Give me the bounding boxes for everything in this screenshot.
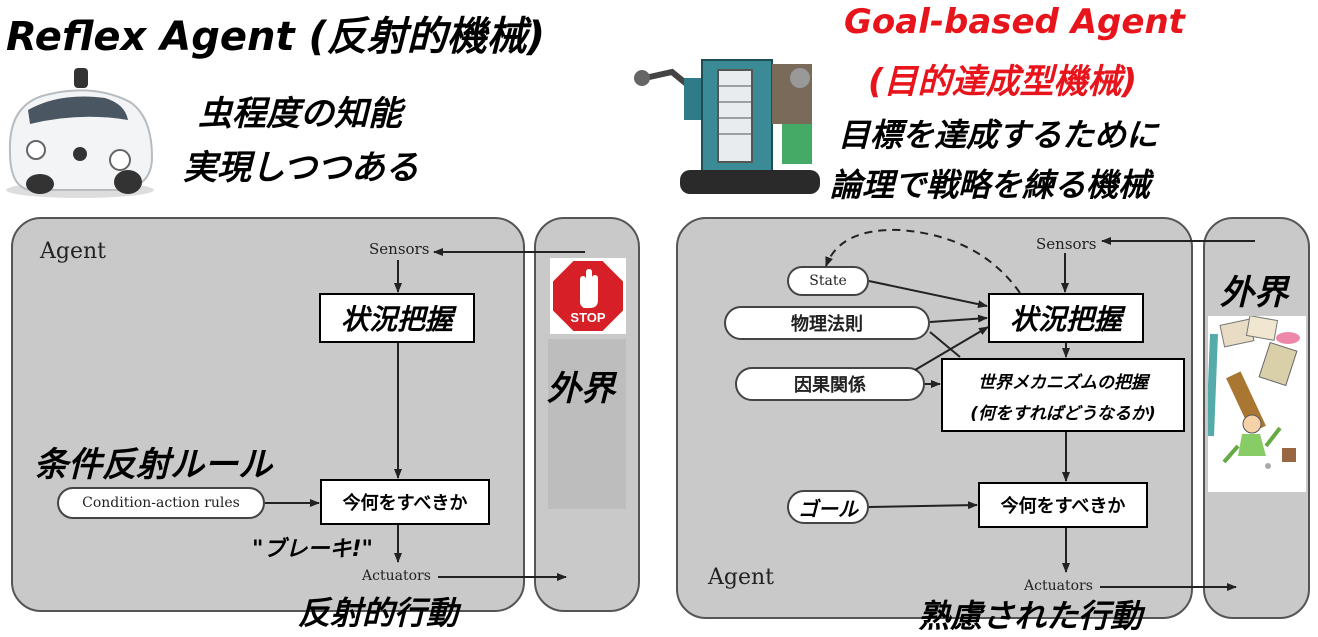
- state-pill: State: [787, 266, 869, 296]
- reflex-agent-label: Agent: [40, 239, 106, 264]
- reflex-subtitle-line2: 実現しつつある: [183, 148, 419, 188]
- goal-action-label: 熟慮された行動: [918, 597, 1143, 635]
- reflex-sensors-label: Sensors: [369, 240, 430, 258]
- causality-pill: 因果関係: [735, 367, 925, 401]
- goal-subtitle-line2: 論理で戦略を練る機械: [830, 166, 1151, 204]
- world-model-line1: 世界メカニズムの把握: [978, 373, 1148, 393]
- physics-to-situation-arrow: [929, 314, 988, 323]
- causality-to-situation-arrow: [914, 326, 989, 371]
- reflex-world-inner: [548, 339, 626, 509]
- world-model-box: 世界メカニズムの把握 (何をすればどうなるか): [941, 358, 1185, 432]
- reflex-agent-title: Reflex Agent (反射的機械): [6, 14, 546, 60]
- goal-actuators-label: Actuators: [1024, 578, 1093, 594]
- reflex-subtitle-line1: 虫程度の知能: [198, 94, 402, 134]
- goal-subtitle-line1: 目標を達成するために: [838, 116, 1159, 154]
- goal-situation-box: 状況把握: [988, 293, 1144, 343]
- goal-pill: ゴール: [787, 490, 869, 524]
- goal-world-label: 外界: [1220, 273, 1288, 313]
- goal-what-to-do-box: 今何をすべきか: [978, 482, 1148, 528]
- world-model-line2: (何をすればどうなるか): [970, 404, 1156, 424]
- reflex-what-to-do-box: 今何をすべきか: [320, 479, 490, 525]
- stop-sign-text: STOP: [570, 310, 605, 325]
- situation-to-state-dashed-arrow: [825, 228, 1021, 294]
- reflex-situation-box: 状況把握: [319, 293, 475, 343]
- goal-agent-title: Goal-based Agent: [844, 2, 1185, 42]
- brake-label: "ブレーキ!": [252, 537, 373, 562]
- state-to-situation-arrow: [868, 280, 988, 309]
- goal-agent-label: Agent: [708, 565, 774, 590]
- goal-agent-title-jp: (目的達成型機械): [868, 62, 1138, 102]
- self-driving-car-image: [6, 68, 154, 198]
- earthquake-scene-image: [1208, 316, 1306, 492]
- physics-to-world-model-line: [929, 331, 961, 358]
- reflex-action-label: 反射的行動: [298, 594, 459, 632]
- goal-to-decision-arrow: [868, 501, 978, 510]
- reflex-agent-panel: [11, 217, 525, 612]
- goal-sensors-label: Sensors: [1036, 235, 1097, 253]
- reflex-rule-title: 条件反射ルール: [34, 445, 272, 485]
- stop-sign-icon: STOP: [550, 258, 626, 334]
- condition-action-rules-pill: Condition-action rules: [57, 487, 265, 519]
- physics-pill: 物理法則: [724, 306, 930, 340]
- reflex-actuators-label: Actuators: [362, 568, 431, 584]
- construction-robot-image: [634, 59, 820, 194]
- reflex-world-label: 外界: [547, 369, 615, 409]
